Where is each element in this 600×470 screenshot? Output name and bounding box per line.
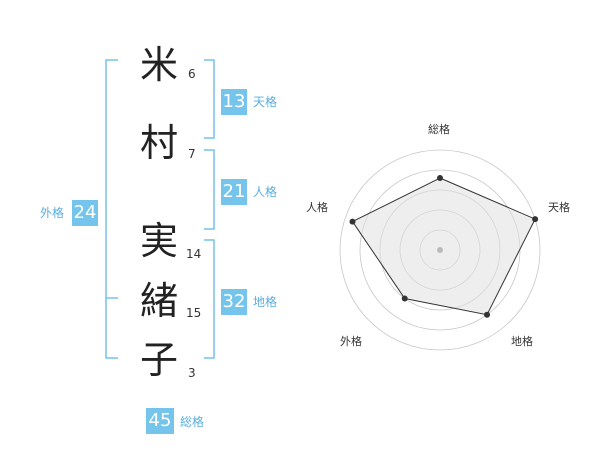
soukaku-label: 総格 bbox=[180, 415, 205, 429]
name-char-4: 緒 bbox=[139, 279, 178, 323]
radar-polygon bbox=[351, 177, 536, 316]
chikaku-value: 32 bbox=[221, 289, 247, 315]
radar-label-soukaku: 総格 bbox=[428, 123, 450, 136]
soukaku-value: 45 bbox=[146, 408, 174, 434]
radar-label-chikaku: 地格 bbox=[511, 335, 533, 348]
stroke-count-2: 7 bbox=[188, 147, 196, 161]
radar-point-2 bbox=[484, 311, 491, 318]
jinkaku-bracket bbox=[204, 149, 215, 230]
name-char-3: 実 bbox=[139, 219, 178, 263]
chikaku-bracket bbox=[204, 239, 215, 359]
gaikaku-value: 24 bbox=[72, 200, 98, 226]
gaikaku-label: 外格 bbox=[40, 206, 65, 220]
tenkaku-label: 天格 bbox=[253, 95, 278, 109]
jinkaku-value: 21 bbox=[221, 179, 247, 205]
tenkaku-bracket bbox=[204, 59, 215, 139]
stroke-count-4: 15 bbox=[186, 306, 202, 320]
radar-point-1 bbox=[532, 216, 539, 223]
name-char-2: 村 bbox=[139, 121, 178, 165]
tenkaku-value: 13 bbox=[221, 89, 247, 115]
name-char-5: 子 bbox=[139, 338, 178, 382]
chikaku-label: 地格 bbox=[253, 295, 278, 309]
name-char-1: 米 bbox=[139, 43, 178, 87]
stroke-count-5: 3 bbox=[188, 366, 196, 380]
radar-point-0 bbox=[437, 175, 443, 181]
stroke-count-3: 14 bbox=[186, 247, 202, 261]
radar-label-tenkaku: 天格 bbox=[548, 201, 570, 214]
radar-point-3 bbox=[401, 295, 408, 302]
jinkaku-label: 人格 bbox=[253, 185, 278, 199]
stroke-count-1: 6 bbox=[188, 67, 196, 81]
radar-label-jinkaku: 人格 bbox=[306, 201, 328, 214]
radar-center-dot bbox=[437, 247, 443, 253]
radar-point-4 bbox=[349, 218, 356, 225]
gaikaku-bracket bbox=[105, 59, 118, 359]
radar-label-gaikaku: 外格 bbox=[340, 335, 362, 348]
